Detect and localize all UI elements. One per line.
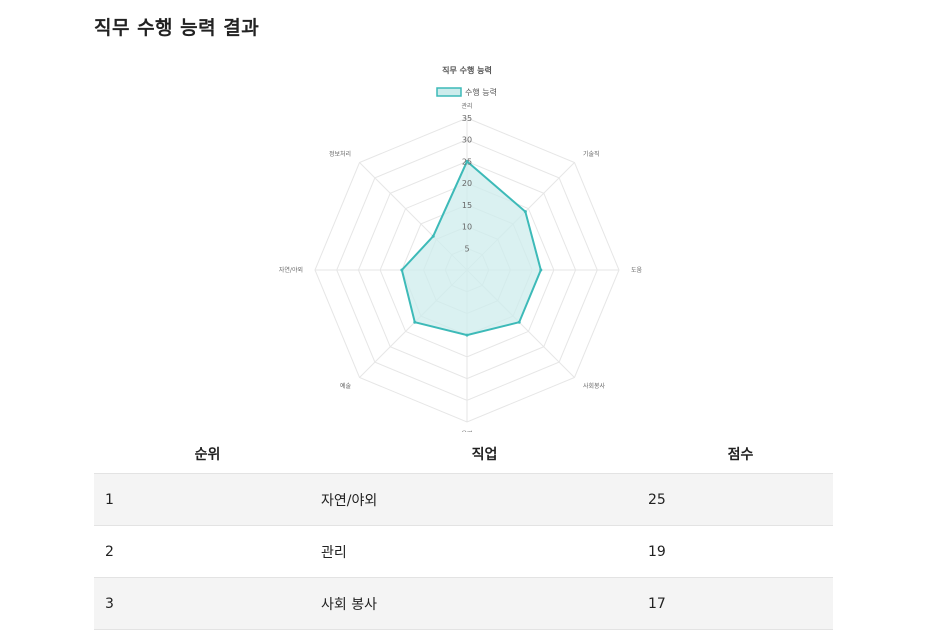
data-point[interactable] (465, 159, 469, 163)
cell-rank: 2 (94, 525, 321, 578)
axis-label: 도움 (631, 267, 643, 274)
tick-label: 25 (462, 157, 472, 166)
table-row: 1 자연/야외 25 (94, 473, 833, 526)
results-table: 순위 직업 점수 1 자연/야외 25 2 관리 19 3 사회 봉사 17 (94, 434, 833, 630)
chart-title: 직무 수행 능력 (442, 65, 492, 75)
radar-ticks: 5 10 15 20 25 30 35 (462, 114, 472, 253)
table-row: 3 사회 봉사 17 (94, 577, 833, 630)
data-point[interactable] (465, 333, 469, 337)
table-header-row: 순위 직업 점수 (94, 434, 833, 474)
legend-swatch[interactable] (436, 87, 462, 97)
axis-label: 운영 (461, 430, 472, 432)
axis-label: 예술 (340, 382, 352, 390)
cell-score: 17 (648, 577, 833, 630)
axis-label: 자연/야외 (279, 266, 303, 274)
tick-label: 10 (462, 223, 472, 232)
radar-series (400, 159, 543, 337)
cell-rank: 3 (94, 577, 321, 630)
data-point[interactable] (517, 320, 521, 324)
tick-label: 15 (462, 201, 472, 210)
data-point[interactable] (539, 268, 543, 272)
header-job: 직업 (471, 446, 498, 463)
cell-score: 19 (648, 525, 833, 578)
header-rank: 순위 (194, 446, 221, 463)
data-point[interactable] (413, 320, 417, 324)
data-point[interactable] (523, 210, 527, 214)
radar-axis-labels: 관리기술직도움사회봉사운영 예술 자연/야외 정보처리 (279, 102, 643, 432)
tick-label: 35 (462, 114, 472, 123)
axis-label: 관리 (461, 102, 472, 110)
axis-label: 사회봉사 (583, 382, 606, 390)
axis-label: 정보처리 (329, 150, 351, 158)
cell-job: 자연/야외 (321, 473, 648, 526)
cell-job: 관리 (321, 525, 648, 578)
page-title: 직무 수행 능력 결과 (94, 17, 260, 39)
data-point[interactable] (400, 268, 404, 272)
cell-job: 사회 봉사 (321, 577, 648, 630)
tick-label: 30 (462, 136, 472, 145)
tick-label: 20 (462, 179, 472, 188)
data-point[interactable] (431, 234, 435, 238)
cell-rank: 1 (94, 473, 321, 526)
radar-chart: 직무 수행 능력 수행 능력 5 10 15 20 25 30 35 관리기술직도움사회봉사… (279, 65, 643, 432)
cell-score: 25 (648, 473, 833, 526)
legend-label: 수행 능력 (465, 87, 497, 97)
table-row: 2 관리 19 (94, 525, 833, 578)
header-score: 점수 (727, 446, 754, 463)
tick-label: 5 (464, 244, 469, 253)
axis-label: 기술직 (583, 150, 600, 158)
